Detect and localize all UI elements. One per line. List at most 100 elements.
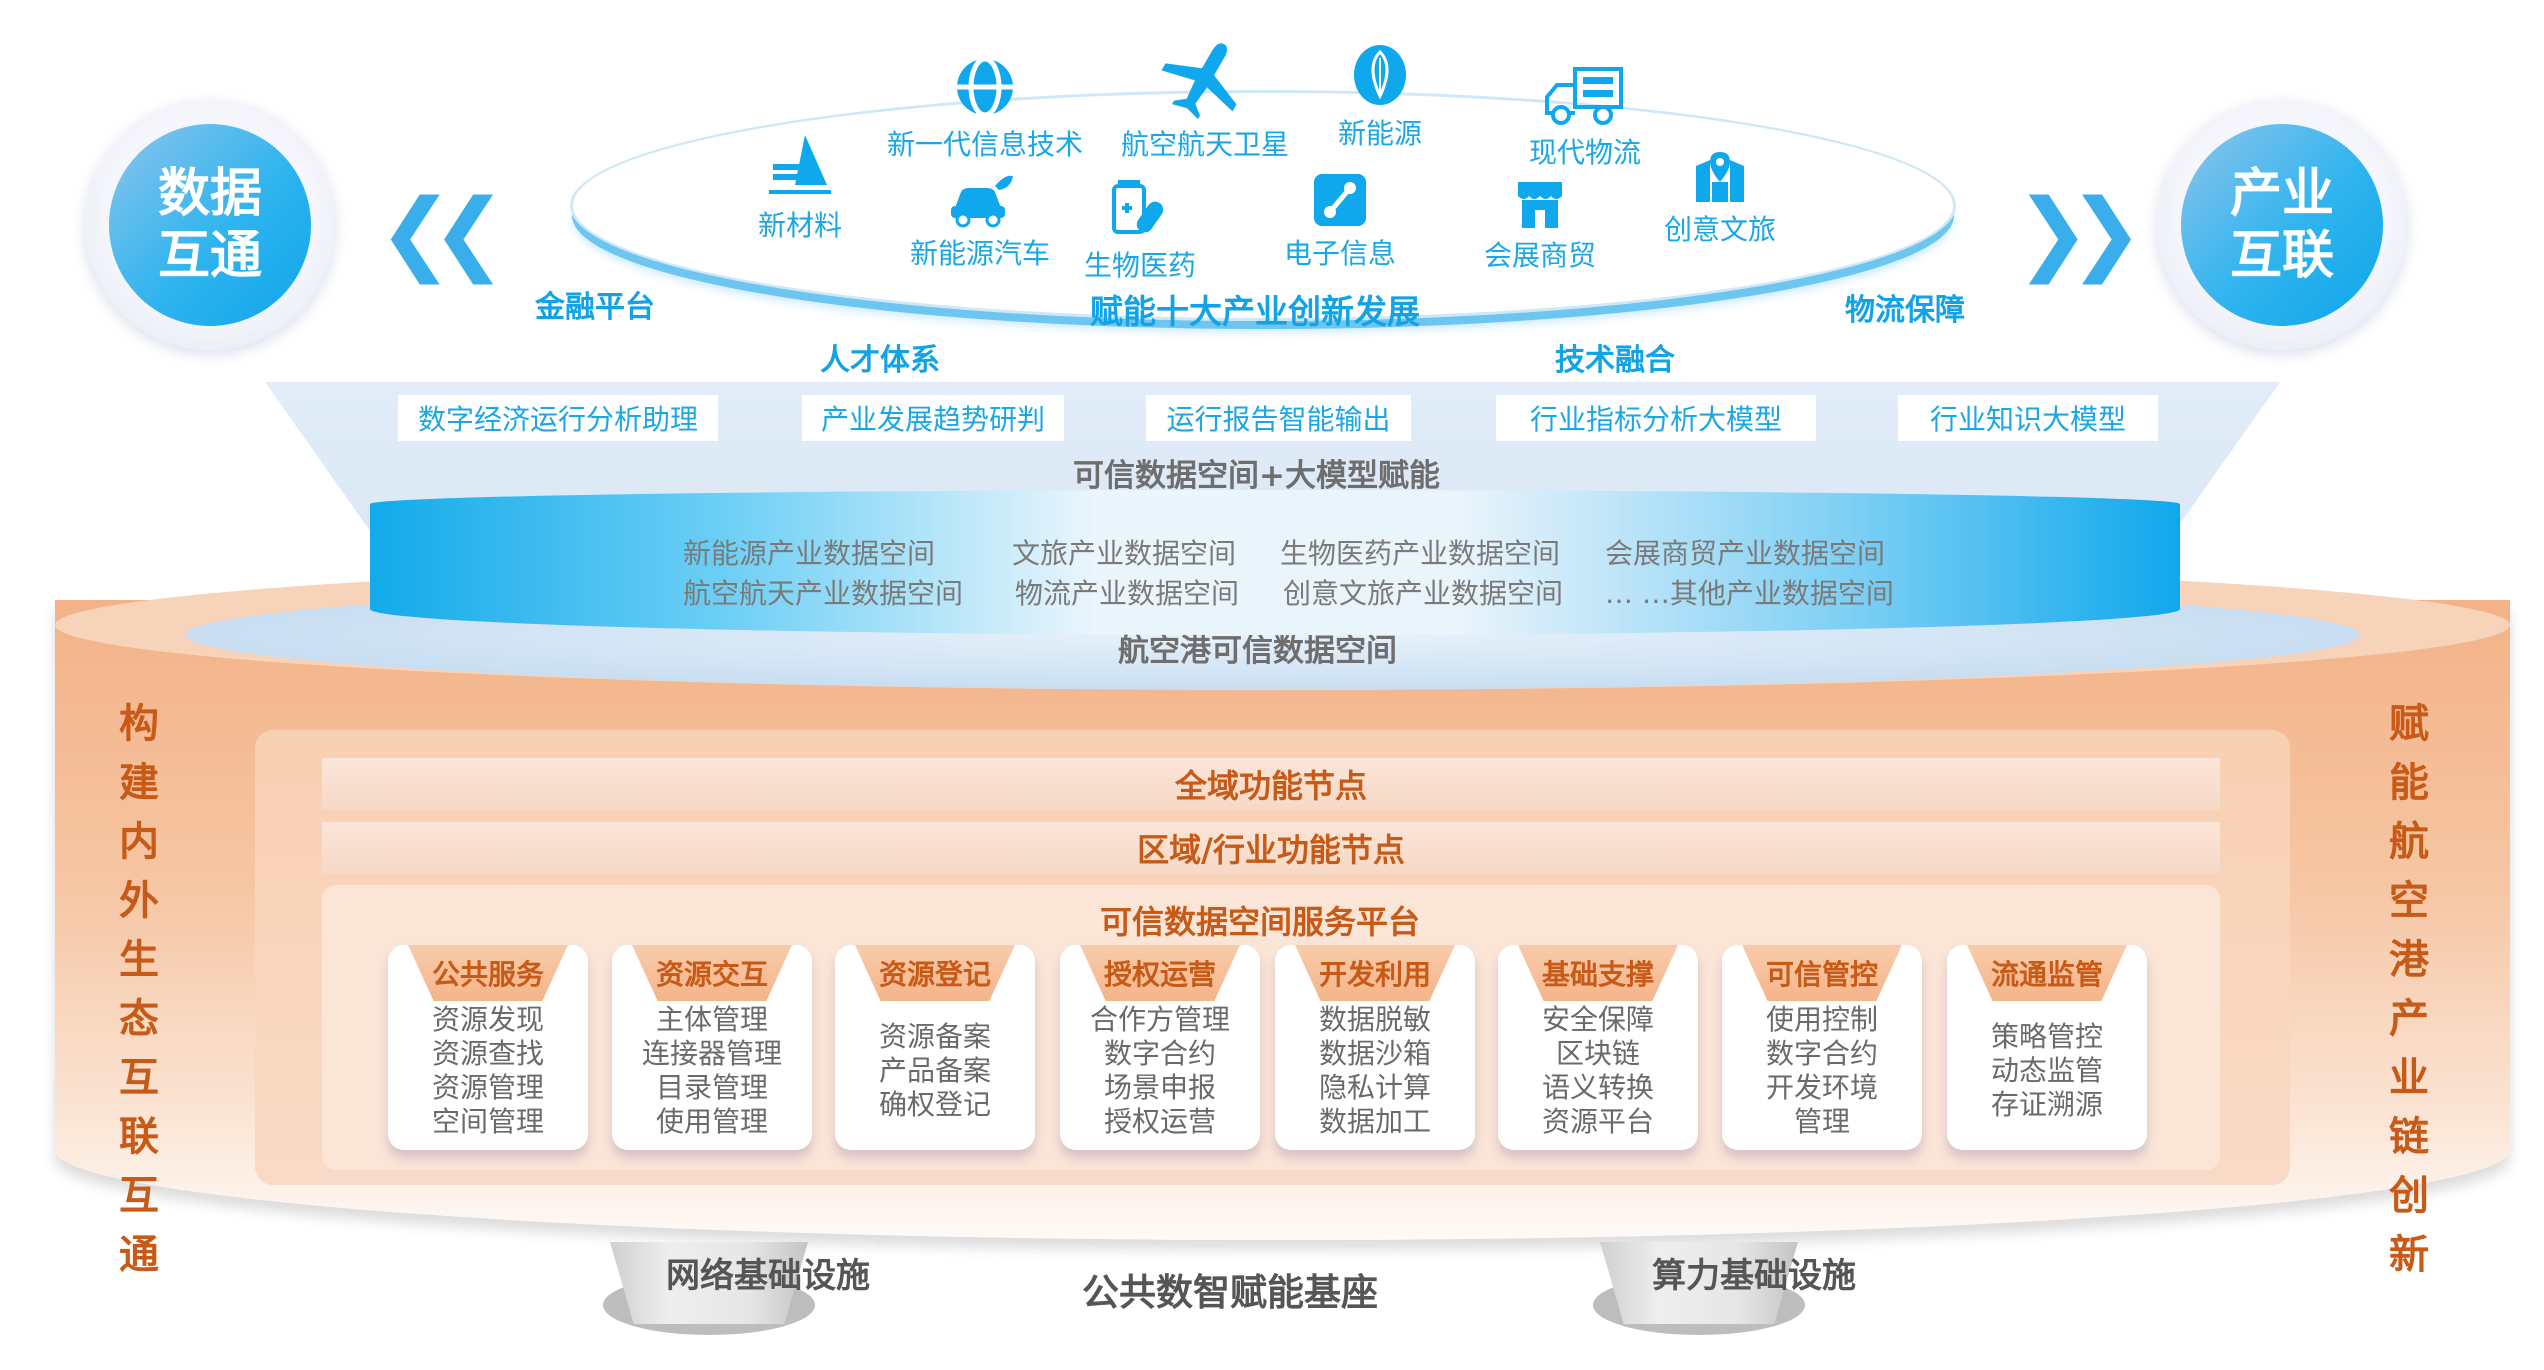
service-card-item: 存证溯源 bbox=[1990, 1087, 2103, 1121]
service-card-item: 资源平台 bbox=[1541, 1104, 1654, 1138]
industry-label: 会展商贸 bbox=[1483, 239, 1596, 272]
leaf-plug-icon bbox=[1354, 45, 1406, 105]
compute-infrastructure-label: 算力基础设施 bbox=[1652, 1256, 1856, 1296]
service-card-title: 公共服务 bbox=[408, 945, 568, 1001]
service-card-item: 确权登记 bbox=[878, 1087, 991, 1121]
service-card: 资源交互主体管理连接器管理目录管理使用管理 bbox=[612, 945, 812, 1150]
industry-item-new-energy: 新能源 bbox=[1310, 42, 1450, 152]
layers-mountain-icon bbox=[769, 135, 831, 194]
data-space: 生物医药产业数据空间 bbox=[1280, 537, 1561, 570]
network-pedestal bbox=[610, 1242, 808, 1324]
industry-item-biomedicine: 生物医药 bbox=[1070, 178, 1210, 284]
industry-label: 新能源汽车 bbox=[909, 237, 1050, 270]
service-card: 资源登记资源备案产品备案确权登记 bbox=[835, 945, 1035, 1150]
service-card-item: 目录管理 bbox=[655, 1070, 768, 1104]
service-card-item: 动态监管 bbox=[1990, 1053, 2103, 1087]
service-card-item: 数据沙箱 bbox=[1318, 1036, 1431, 1070]
storefront-icon bbox=[1518, 182, 1562, 228]
service-card: 授权运营合作方管理数字合约场景申报授权运营 bbox=[1060, 945, 1260, 1150]
service-card-item: 主体管理 bbox=[655, 1002, 768, 1036]
service-card: 流通监管策略管控动态监管存证溯源 bbox=[1947, 945, 2147, 1150]
service-card-item: 隐私计算 bbox=[1318, 1070, 1431, 1104]
service-card-item: 策略管控 bbox=[1990, 1019, 2103, 1053]
network-infrastructure-label: 网络基础设施 bbox=[666, 1256, 870, 1296]
service-card: 可信管控使用控制数字合约开发环境管理 bbox=[1722, 945, 1922, 1150]
model-box: 行业指标分析大模型 bbox=[1496, 395, 1816, 441]
data-space: 文旅产业数据空间 bbox=[1012, 537, 1237, 570]
service-card-item: 授权运营 bbox=[1103, 1104, 1216, 1138]
service-card-item: 数据加工 bbox=[1318, 1104, 1431, 1138]
data-interconnect-line1: 数据 bbox=[157, 164, 262, 224]
industry-data-space-band bbox=[370, 490, 2180, 635]
industry-item-next-gen-it: 新一代信息技术 bbox=[870, 55, 1100, 163]
service-card-items: 安全保障区块链语义转换资源平台 bbox=[1498, 1003, 1698, 1138]
service-card-item: 资源发现 bbox=[431, 1002, 544, 1036]
industry-item-aerospace: 航空航天卫星 bbox=[1105, 35, 1305, 163]
service-card-item: 数字合约 bbox=[1103, 1036, 1216, 1070]
model-box: 产业发展趋势研判 bbox=[802, 395, 1064, 441]
data-interconnect-line2: 互通 bbox=[157, 226, 262, 286]
data-space: 新能源产业数据空间 bbox=[683, 537, 936, 570]
circuit-icon bbox=[1314, 174, 1366, 226]
data-space: … …其他产业数据空间 bbox=[1605, 577, 1894, 610]
industry-ellipse bbox=[570, 90, 1956, 321]
service-card-item: 连接器管理 bbox=[641, 1036, 782, 1070]
service-card-items: 资源备案产品备案确权登记 bbox=[835, 1011, 1035, 1130]
service-card: 开发利用数据脱敏数据沙箱隐私计算数据加工 bbox=[1275, 945, 1475, 1150]
data-space: 物流产业数据空间 bbox=[1015, 577, 1240, 610]
medicine-icon bbox=[1112, 180, 1164, 234]
base-title: 公共数智赋能基座 bbox=[1082, 1271, 1378, 1314]
regional-function-node: 区域/行业功能节点 bbox=[322, 822, 2220, 874]
industry-label: 新一代信息技术 bbox=[886, 128, 1083, 161]
data-interconnect-circle: 数据 互通 bbox=[85, 100, 335, 350]
service-card-item: 产品备案 bbox=[878, 1053, 991, 1087]
funnel-title: 可信数据空间+大模型赋能 bbox=[1073, 458, 1440, 494]
service-card-items: 策略管控动态监管存证溯源 bbox=[1947, 1011, 2147, 1130]
service-card-item: 数字合约 bbox=[1765, 1036, 1878, 1070]
eco-car-icon bbox=[951, 175, 1013, 228]
industry-label: 生物医药 bbox=[1083, 249, 1196, 282]
industry-item-nev: 新能源汽车 bbox=[880, 172, 1080, 272]
industry-item-new-materials: 新材料 bbox=[745, 130, 855, 244]
data-space: 航空航天产业数据空间 bbox=[683, 577, 964, 610]
service-card-title: 可信管控 bbox=[1742, 945, 1902, 1001]
industry-label: 创意文旅 bbox=[1663, 213, 1776, 246]
industry-label: 新能源 bbox=[1337, 117, 1422, 150]
industry-item-logistics: 现代物流 bbox=[1500, 65, 1670, 171]
service-card-item: 使用控制 bbox=[1765, 1002, 1878, 1036]
globe-icon bbox=[957, 56, 1013, 118]
service-card-item: 管理 bbox=[1793, 1104, 1850, 1138]
industry-interconnect-circle: 产业 互联 bbox=[2157, 100, 2407, 350]
model-box: 运行报告智能输出 bbox=[1146, 395, 1411, 441]
service-platform-title: 可信数据空间服务平台 bbox=[1100, 903, 1421, 941]
service-card-title: 开发利用 bbox=[1295, 945, 1455, 1001]
service-card-title: 授权运营 bbox=[1080, 945, 1240, 1001]
service-card-title: 流通监管 bbox=[1967, 945, 2127, 1001]
service-card-item: 安全保障 bbox=[1541, 1002, 1654, 1036]
service-card-title: 基础支撑 bbox=[1518, 945, 1678, 1001]
service-card: 公共服务资源发现资源查找资源管理空间管理 bbox=[388, 945, 588, 1150]
industry-label: 航空航天卫星 bbox=[1120, 128, 1289, 161]
right-vertical-slogan: 赋能航空港产业链创新 bbox=[2389, 701, 2429, 1278]
service-card-item: 区块链 bbox=[1555, 1036, 1640, 1070]
service-card-item: 资源查找 bbox=[431, 1036, 544, 1070]
model-list: 数字经济运行分析助理 产业发展趋势研判 运行报告智能输出 行业指标分析大模型 行… bbox=[398, 395, 2158, 441]
service-card-item: 合作方管理 bbox=[1089, 1002, 1230, 1036]
ellipse-title: 赋能十大产业创新发展 bbox=[1090, 292, 1420, 331]
industry-label: 新材料 bbox=[757, 209, 842, 242]
model-box: 行业知识大模型 bbox=[1898, 395, 2158, 441]
industry-interconnect-line2: 互联 bbox=[2229, 226, 2334, 286]
service-card-items: 使用控制数字合约开发环境管理 bbox=[1722, 1003, 1922, 1138]
industry-label: 电子信息 bbox=[1283, 237, 1396, 270]
data-space: 会展商贸产业数据空间 bbox=[1605, 537, 1886, 570]
service-card-items: 资源发现资源查找资源管理空间管理 bbox=[388, 1003, 588, 1138]
industry-label: 现代物流 bbox=[1528, 136, 1641, 169]
service-card-item: 空间管理 bbox=[431, 1104, 544, 1138]
data-space: 创意文旅产业数据空间 bbox=[1283, 577, 1564, 610]
service-card-items: 合作方管理数字合约场景申报授权运营 bbox=[1060, 1003, 1260, 1138]
service-card-items: 主体管理连接器管理目录管理使用管理 bbox=[612, 1003, 812, 1138]
left-vertical-slogan: 构建内外生态互联互通 bbox=[119, 701, 159, 1278]
airport-data-space-title: 航空港可信数据空间 bbox=[1118, 633, 1397, 669]
service-card-item: 使用管理 bbox=[655, 1104, 768, 1138]
service-card-item: 资源备案 bbox=[878, 1019, 991, 1053]
